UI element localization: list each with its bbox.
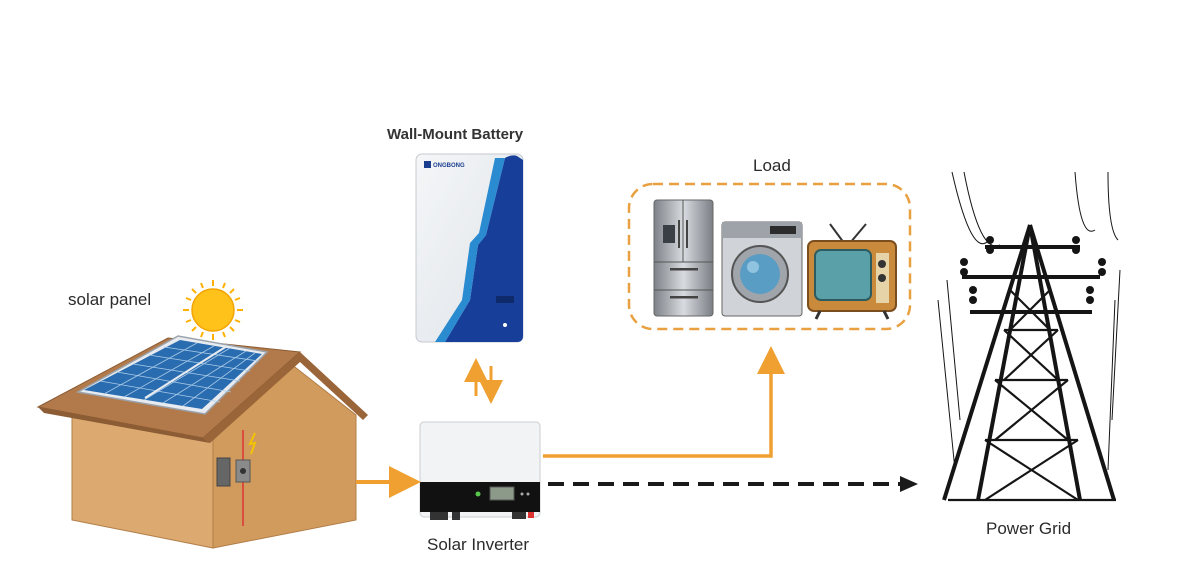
battery-brand-text: ONGBONG xyxy=(433,163,465,169)
wall-mount-battery-icon: ONGBONG xyxy=(415,153,524,343)
battery-label: Wall-Mount Battery xyxy=(387,126,524,143)
solar-panel-icon xyxy=(75,335,269,415)
solar-inverter-icon xyxy=(419,421,541,520)
inverter-to-grid-arrow xyxy=(548,476,918,492)
inverter-to-load-arrow xyxy=(543,346,785,458)
washing-machine-icon xyxy=(721,221,803,317)
load-label: Load xyxy=(753,156,791,175)
television-icon xyxy=(807,223,897,320)
refrigerator-icon xyxy=(653,199,714,317)
battery-inverter-arrows xyxy=(464,358,503,404)
power-grid-tower-icon xyxy=(937,171,1121,502)
house-icon xyxy=(36,335,368,549)
sun-icon xyxy=(183,280,243,340)
power-grid-label: Power Grid xyxy=(986,519,1072,538)
solar-panel-label: solar panel xyxy=(68,290,152,309)
load-box xyxy=(627,182,912,331)
inverter-label: Solar Inverter xyxy=(427,535,530,554)
